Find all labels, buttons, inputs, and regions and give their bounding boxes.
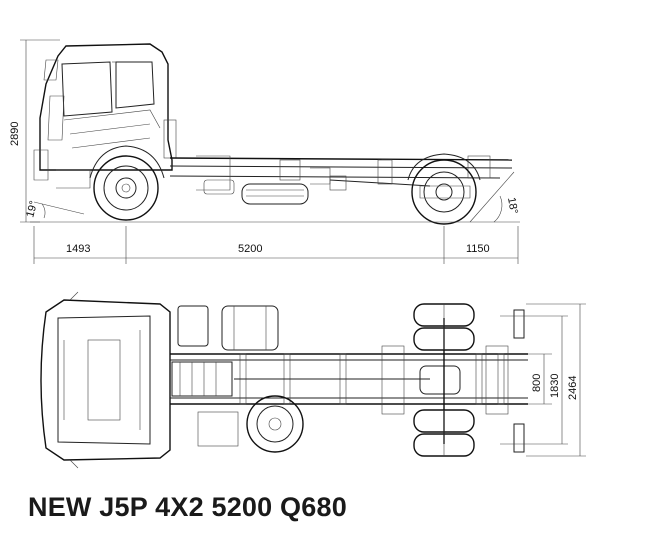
frame-width-label: 800 bbox=[531, 374, 543, 392]
track-width-label: 1830 bbox=[549, 374, 561, 398]
frame-rails-top bbox=[170, 353, 528, 405]
wheelbase-label: 5200 bbox=[238, 243, 262, 255]
spare-wheel-top bbox=[246, 395, 304, 453]
side-view: 2890 bbox=[9, 39, 520, 264]
engine-block-top bbox=[171, 361, 233, 397]
cab-side bbox=[33, 43, 177, 189]
height-dimension-label: 2890 bbox=[9, 122, 21, 146]
cab-top bbox=[40, 291, 171, 469]
front-overhang-label: 1493 bbox=[66, 243, 90, 255]
front-wheel-side bbox=[89, 145, 165, 221]
frame-rail-side bbox=[169, 155, 513, 205]
rear-wheel-side bbox=[407, 153, 481, 225]
top-view: 800 1830 2464 bbox=[40, 291, 586, 469]
departure-angle-label: 18° bbox=[505, 196, 520, 214]
rear-wheels-top bbox=[413, 303, 475, 457]
approach-angle-label: 19° bbox=[24, 200, 40, 219]
battery-box-top bbox=[177, 305, 209, 347]
rear-axle-housing-top bbox=[419, 365, 461, 395]
overall-width-label: 2464 bbox=[567, 376, 579, 400]
rear-overhang-label: 1150 bbox=[466, 243, 490, 255]
model-caption: NEW J5P 4X2 5200 Q680 bbox=[28, 492, 347, 522]
fuel-tank-top bbox=[221, 305, 279, 351]
